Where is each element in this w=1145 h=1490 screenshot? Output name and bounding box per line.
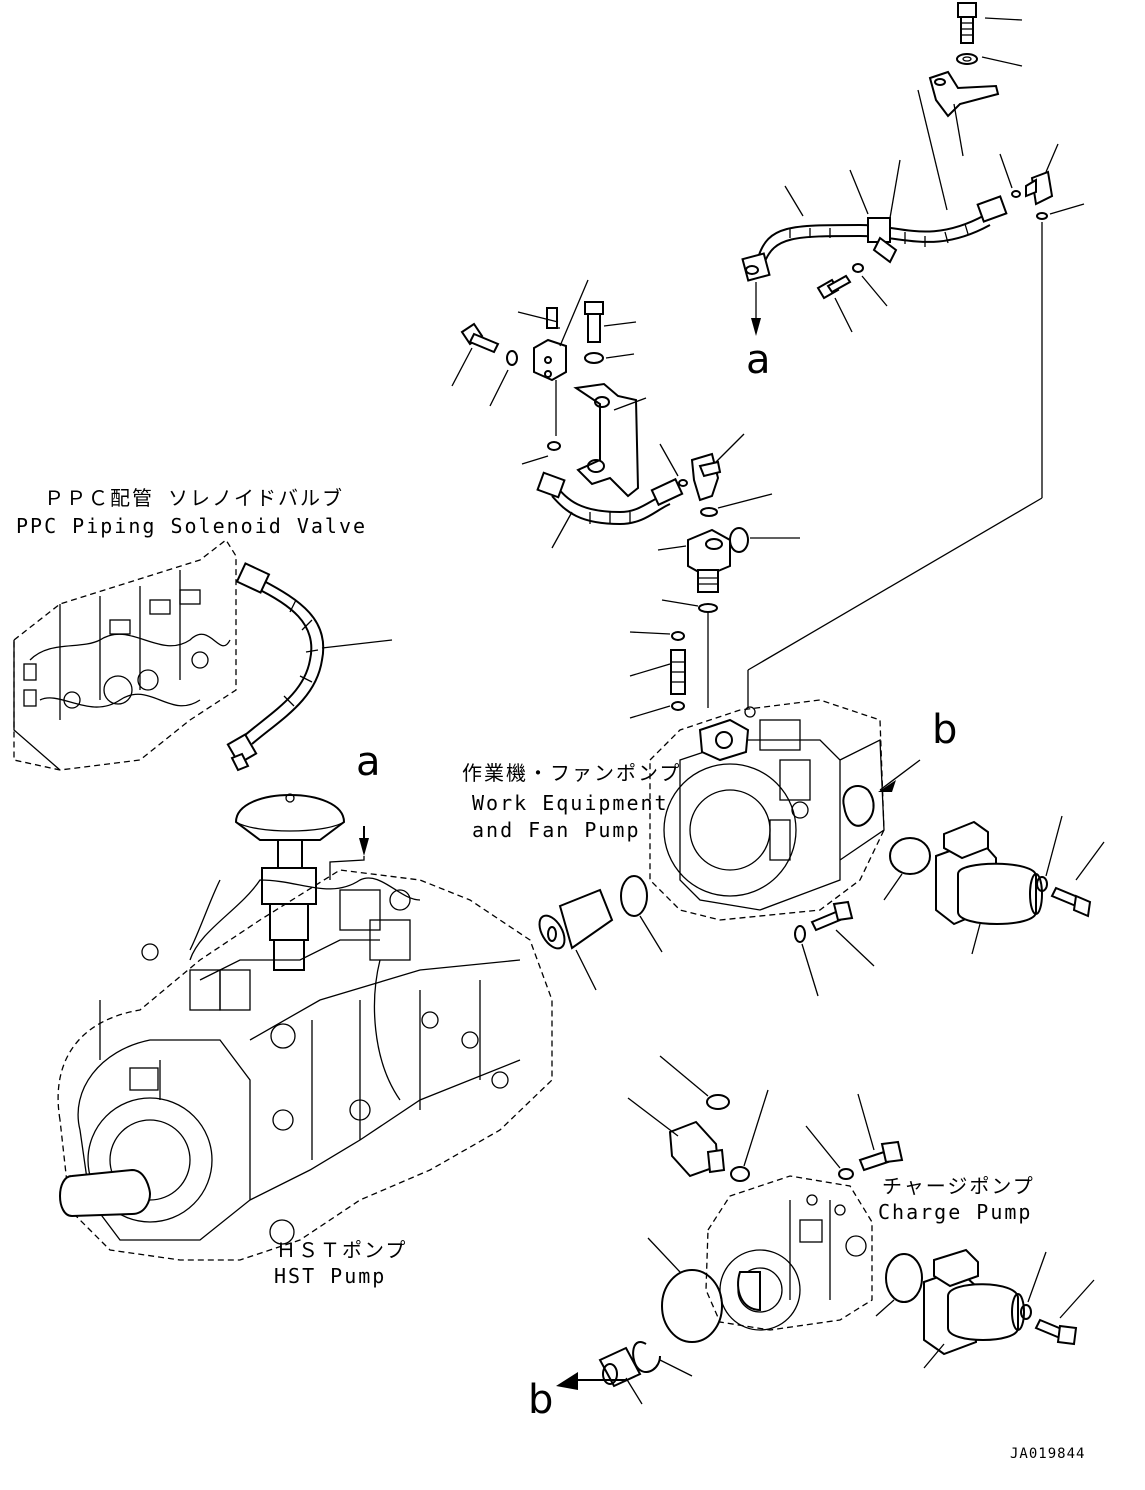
work-pump-label-en-2: and Fan Pump xyxy=(472,818,641,842)
charge-pump-solenoid xyxy=(627,1055,769,1182)
work-pump-bolt xyxy=(794,900,875,997)
hst-pump-label-en: HST Pump xyxy=(274,1264,387,1288)
mount-bolt-left xyxy=(451,322,518,407)
charge-pump-flange xyxy=(923,1248,1047,1369)
coupling-sleeve xyxy=(538,875,663,991)
arrow-to-a xyxy=(751,282,761,336)
top-bolt xyxy=(957,2,1023,44)
ref-b-top: b xyxy=(932,707,958,753)
check-valve-plug xyxy=(629,631,686,719)
hst-pump-label-jp: ＨＳＴポンプ xyxy=(276,1238,408,1262)
ppc-label-en: PPC Piping Solenoid Valve xyxy=(16,514,368,538)
ref-b-bottom: b xyxy=(528,1377,554,1423)
solenoid-mount-bracket xyxy=(517,279,589,436)
pressure-switch-block xyxy=(657,527,800,708)
charge-pump-bolt xyxy=(805,1093,904,1180)
ppc-label-jp: ＰＰＣ配管 ソレノイドバルブ xyxy=(44,486,345,510)
charge-coupling xyxy=(556,1341,693,1405)
top-washer xyxy=(956,53,1023,67)
work-pump-mount-flange xyxy=(935,815,1063,955)
ref-a-top: a xyxy=(746,337,771,383)
work-pump-label-en-1: Work Equipment xyxy=(472,791,669,815)
bracket-bolt xyxy=(584,301,637,364)
charge-pump-label-jp: チャージポンプ xyxy=(882,1174,1035,1198)
hose-clamp-bracket xyxy=(917,70,1000,211)
ppc-solenoid-valve xyxy=(13,539,237,771)
hose-clamp-bolt xyxy=(816,263,888,333)
solenoid-small-hose xyxy=(521,441,684,549)
hst-pump xyxy=(57,793,553,1261)
charge-pump-oring-right xyxy=(875,1253,923,1317)
charge-pump xyxy=(705,1175,873,1331)
charge-pump-label-en: Charge Pump xyxy=(878,1200,1033,1224)
elbow-fitting-mid xyxy=(659,433,773,517)
work-equipment-fan-pump xyxy=(649,699,921,921)
work-pump-label-jp: 作業機・ファンポンプ xyxy=(462,761,682,785)
l-bracket xyxy=(573,382,647,498)
ppc-hose-upper xyxy=(741,159,1008,282)
work-pump-flange-bolt xyxy=(1050,841,1105,918)
charge-pump-flange-bolt xyxy=(1034,1279,1095,1346)
drawing-code: JA019844 xyxy=(1010,1446,1086,1462)
work-pump-oring xyxy=(883,837,931,901)
ref-a-pump: a xyxy=(356,739,381,785)
charge-pump-oring-left xyxy=(647,1237,723,1343)
elbow-fitting-top xyxy=(747,143,1085,708)
ppc-hose-main xyxy=(226,562,393,772)
